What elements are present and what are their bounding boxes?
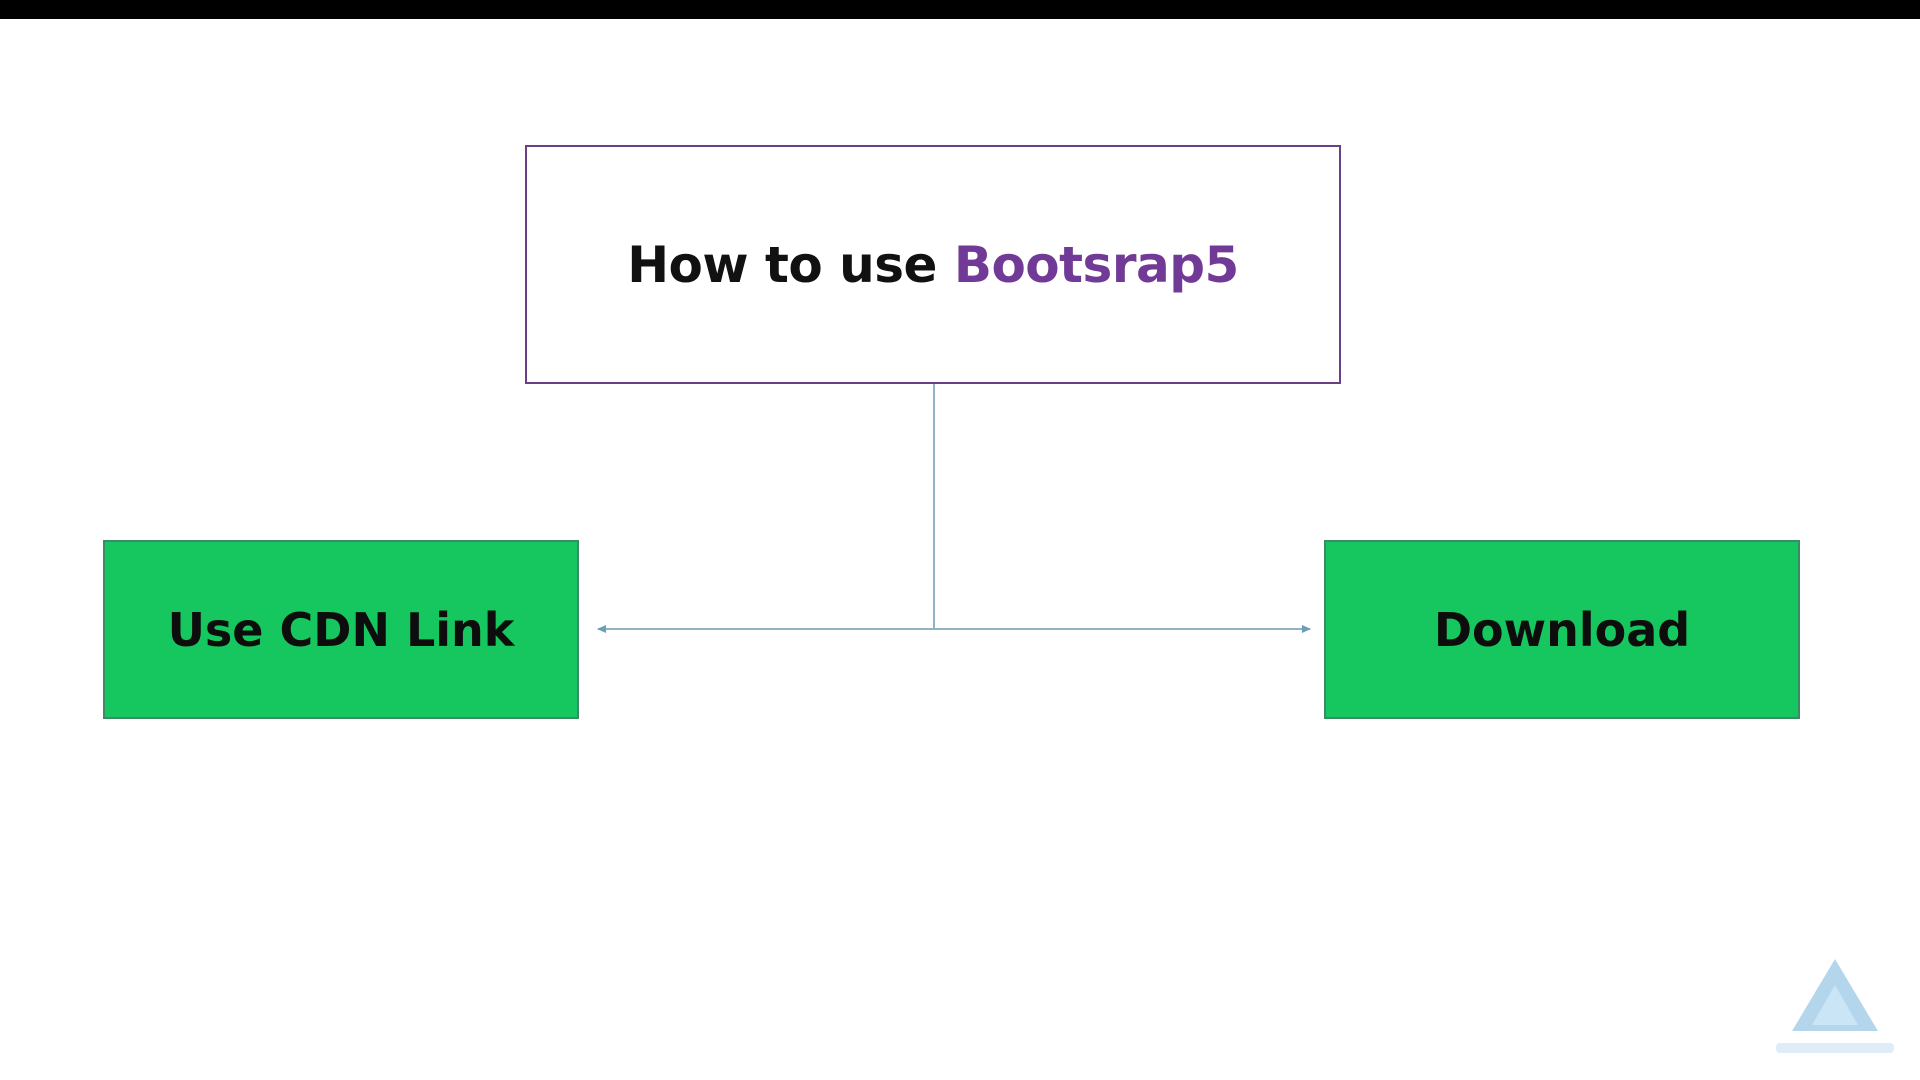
- title-accent: Bootsrap5: [953, 235, 1239, 294]
- option-box-cdn: Use CDN Link: [103, 540, 579, 719]
- option-box-download: Download: [1324, 540, 1800, 719]
- triangle-logo-icon: [1776, 959, 1894, 1053]
- option-label-cdn: Use CDN Link: [167, 602, 515, 657]
- top-bar: [0, 0, 1920, 19]
- title-prefix: How to use: [627, 235, 954, 294]
- option-label-download: Download: [1433, 602, 1691, 657]
- title-text: How to use Bootsrap5: [627, 236, 1239, 294]
- title-box: How to use Bootsrap5: [525, 145, 1341, 384]
